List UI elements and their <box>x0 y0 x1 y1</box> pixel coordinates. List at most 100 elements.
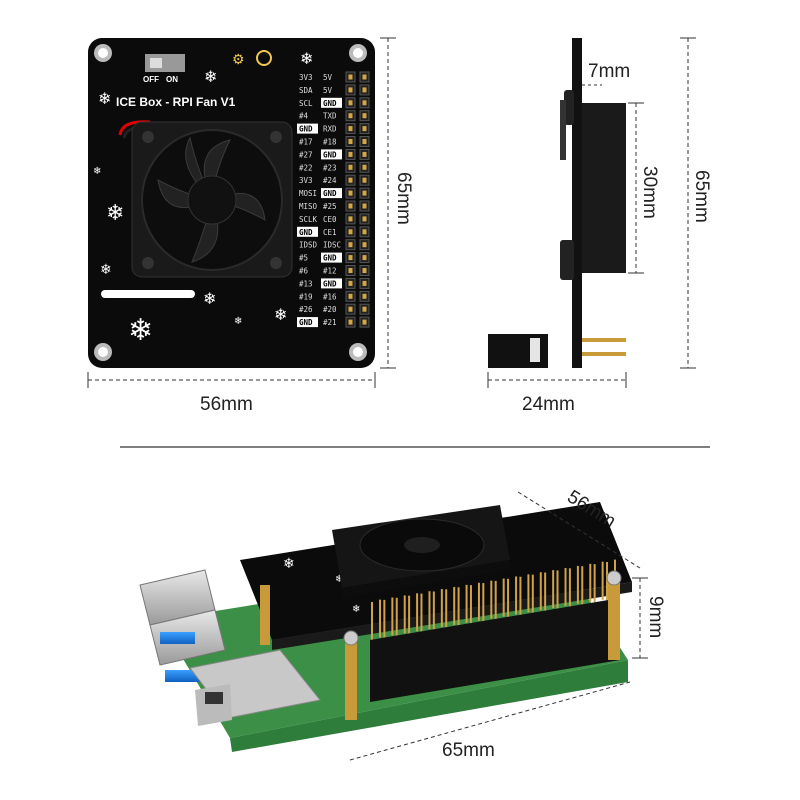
snowflake-icon: ❄ <box>234 316 242 327</box>
snowflake-icon: ❄ <box>98 91 111 108</box>
gnd-label-bg <box>321 188 342 199</box>
pin-label-right: 5V <box>323 73 333 82</box>
snowflake-icon: ❄ <box>106 200 124 225</box>
pin-label-left: GND <box>299 125 313 134</box>
header-pin-tip <box>348 255 353 261</box>
side-fan-height-label: 30mm <box>639 166 660 219</box>
pin-label-left: GND <box>299 318 313 327</box>
board-title: ICE Box - RPI Fan V1 <box>116 95 236 109</box>
gnd-label-bg <box>321 149 342 160</box>
pin-label-left: MISO <box>299 202 318 211</box>
snowflake-icon: ❄ <box>93 166 101 177</box>
isometric-assembly: ❄ ❄ ❄ <box>139 502 632 752</box>
header-pin-tip <box>362 177 367 183</box>
header-pin-tip <box>348 293 353 299</box>
ethernet-port <box>189 649 321 726</box>
snowflake-icon: ❄ <box>100 261 112 277</box>
header-pin-tip <box>362 319 367 325</box>
gnd-label-bg <box>321 97 342 108</box>
iso-height-dimension: 9mm <box>632 577 666 659</box>
header-pin-tip <box>348 113 353 119</box>
pin-label-left: GND <box>299 228 313 237</box>
top-width-label: 56mm <box>200 394 253 415</box>
gnd-label-bg <box>297 123 318 134</box>
iso-length-dimension: 65mm <box>349 681 631 761</box>
white-stripe <box>101 290 195 298</box>
top-height-label: 65mm <box>393 172 414 225</box>
pin-label-right: #25 <box>323 202 337 211</box>
snowflake-decorations: ❄ ❄ ❄ ❄ ❄ ❄ ❄ ❄ ❄ ❄ <box>93 51 313 347</box>
flame-logo-icon <box>256 50 272 66</box>
pin-label-left: #19 <box>299 292 313 301</box>
header-pin-tip <box>348 87 353 93</box>
header-pin-tip <box>362 164 367 170</box>
standoff <box>345 640 357 720</box>
header-pin-tip <box>362 242 367 248</box>
side-width-dimension: 24mm <box>487 372 627 415</box>
header-pin-tip <box>348 268 353 273</box>
header-pin-tip <box>362 306 367 312</box>
gnd-label-bg <box>297 317 318 328</box>
pin-label-right: GND <box>323 254 337 263</box>
pin-label-right: GND <box>323 99 337 108</box>
snowflake-icon: ❄ <box>203 291 216 308</box>
side-fan-height-dimension: 30mm <box>628 102 660 274</box>
header-pin-tip <box>348 190 353 196</box>
pin-label-right: RXD <box>323 125 337 134</box>
pin-label-left: #13 <box>299 279 313 288</box>
header-pin-tip <box>362 255 367 261</box>
header-pin-tip <box>362 151 367 157</box>
side-fan-gap-dimension: 7mm <box>582 61 630 86</box>
header-pin-tip <box>348 74 353 80</box>
header-pin-tip <box>362 280 367 286</box>
snowflake-icon: ❄ <box>283 555 295 571</box>
side-fan-gap-label: 7mm <box>588 61 630 82</box>
header-pin-tip <box>348 216 353 222</box>
pin-label-left: #5 <box>299 254 308 263</box>
header-pin-tip <box>362 139 367 144</box>
side-height-dimension: 65mm <box>680 37 712 369</box>
header-pin-tip <box>362 203 367 209</box>
top-view-board: OFF ON ⚙ ICE Box - RPI Fan V1 ❄ ❄ ❄ ❄ ❄ … <box>88 38 375 368</box>
pin-label-right: GND <box>323 279 337 288</box>
snowflake-icon: ❄ <box>352 604 360 615</box>
standoff <box>260 585 270 645</box>
header-pin-tip <box>348 306 353 312</box>
header-pin-tip <box>348 203 353 209</box>
header-pin-tip <box>348 164 353 170</box>
header-pin-tip <box>348 139 353 144</box>
header-pin-tip <box>348 151 353 157</box>
power-switch: OFF ON <box>143 54 185 84</box>
pin-label-right: #16 <box>323 292 337 301</box>
side-view-board <box>488 38 626 368</box>
snowflake-icon: ❄ <box>335 574 343 585</box>
top-height-dimension: 65mm <box>380 37 414 369</box>
iso-cooling-fan <box>332 505 510 598</box>
cooling-fan <box>118 120 293 278</box>
pin-label-left: IDSD <box>299 241 318 250</box>
header-pin-tip <box>362 100 367 106</box>
header-pin-tip <box>348 319 353 325</box>
usb-ports <box>139 569 226 682</box>
side-height-label: 65mm <box>691 170 712 223</box>
pin-label-right: #24 <box>323 176 337 185</box>
header-pin-tip <box>362 216 367 222</box>
header-pin-tip <box>348 280 353 286</box>
pin-label-left: #4 <box>299 112 309 121</box>
header-pin-tip <box>348 242 353 248</box>
pin-label-left: SCLK <box>299 215 318 224</box>
gnd-label-bg <box>321 278 342 289</box>
pin-label-right: CE0 <box>323 215 337 224</box>
snowflake-icon: ❄ <box>204 69 217 86</box>
header-pin-tip <box>362 113 367 119</box>
header-pin-tip <box>362 268 367 273</box>
header-pin-tip <box>348 100 353 106</box>
mounting-holes <box>94 44 367 361</box>
pin-label-right: 5V <box>323 86 333 95</box>
pin-label-left: MOSI <box>299 189 317 198</box>
header-pin-tip <box>348 229 353 235</box>
header-pin-tip <box>348 126 353 132</box>
pin-label-left: SDA <box>299 86 313 95</box>
